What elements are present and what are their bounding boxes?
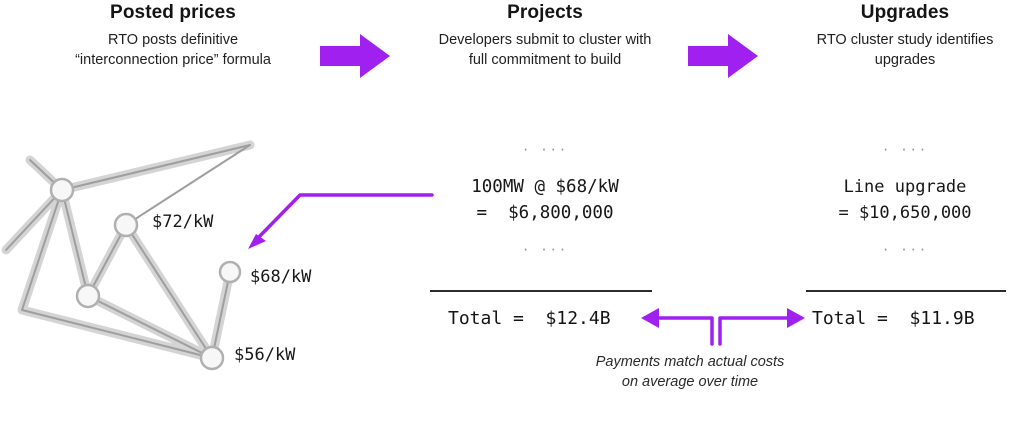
ledger-ellipsis-top-projects: · ···: [521, 143, 569, 157]
ledger-line-upgrades-amount: = $10,650,000: [838, 203, 972, 223]
ledger-ellipsis-bottom-projects: · ···: [521, 243, 569, 257]
ledger-projects: · ··· 100MW @ $68/kW = $6,800,000 · ···: [420, 142, 670, 258]
ledger-line-projects-quantity: 100MW @ $68/kW: [471, 177, 619, 197]
network-label-price-68: $68/kW: [250, 267, 312, 287]
network-edges-thin: [5, 144, 251, 359]
caption-line-2: on average over time: [621, 374, 759, 390]
ledger-line-upgrades-item: Line upgrade: [843, 177, 967, 197]
total-upgrades: Total = $11.9B: [812, 308, 975, 329]
caption-payments-match-costs: Payments match actual costs on average o…: [470, 352, 910, 392]
column-subtitle-upgrades: RTO cluster study identifies upgrades: [816, 32, 994, 68]
arrow-right-icon-projects-to-upgrades: [688, 34, 758, 78]
ledger-upgrades: · ··· Line upgrade = $10,650,000 · ···: [795, 142, 1012, 258]
column-title-projects: Projects: [507, 2, 583, 23]
arrow-right-icon-posted-to-projects: [320, 34, 390, 78]
caption-line-1: Payments match actual costs: [595, 354, 785, 370]
ledger-ellipsis-top-upgrades: · ···: [881, 143, 929, 157]
network-label-price-56: $56/kW: [234, 345, 296, 365]
ledger-line-projects-amount: = $6,800,000: [476, 203, 614, 223]
network-nodes: [49, 177, 242, 371]
column-posted-prices: Posted prices RTO posts definitive “inte…: [68, 2, 278, 70]
column-subtitle-projects: Developers submit to cluster with full c…: [438, 32, 652, 68]
divider-rule-upgrades: [806, 290, 1006, 292]
column-projects: Projects Developers submit to cluster wi…: [430, 2, 660, 70]
column-subtitle-posted-prices: RTO posts definitive “interconnection pr…: [75, 32, 271, 68]
column-title-posted-prices: Posted prices: [110, 2, 236, 23]
column-upgrades: Upgrades RTO cluster study identifies up…: [800, 2, 1010, 70]
ledger-ellipsis-bottom-upgrades: · ···: [881, 243, 929, 257]
network-label-price-72: $72/kW: [152, 212, 214, 232]
total-projects: Total = $12.4B: [448, 308, 611, 329]
divider-rule-projects: [430, 290, 652, 292]
column-title-upgrades: Upgrades: [860, 2, 950, 23]
